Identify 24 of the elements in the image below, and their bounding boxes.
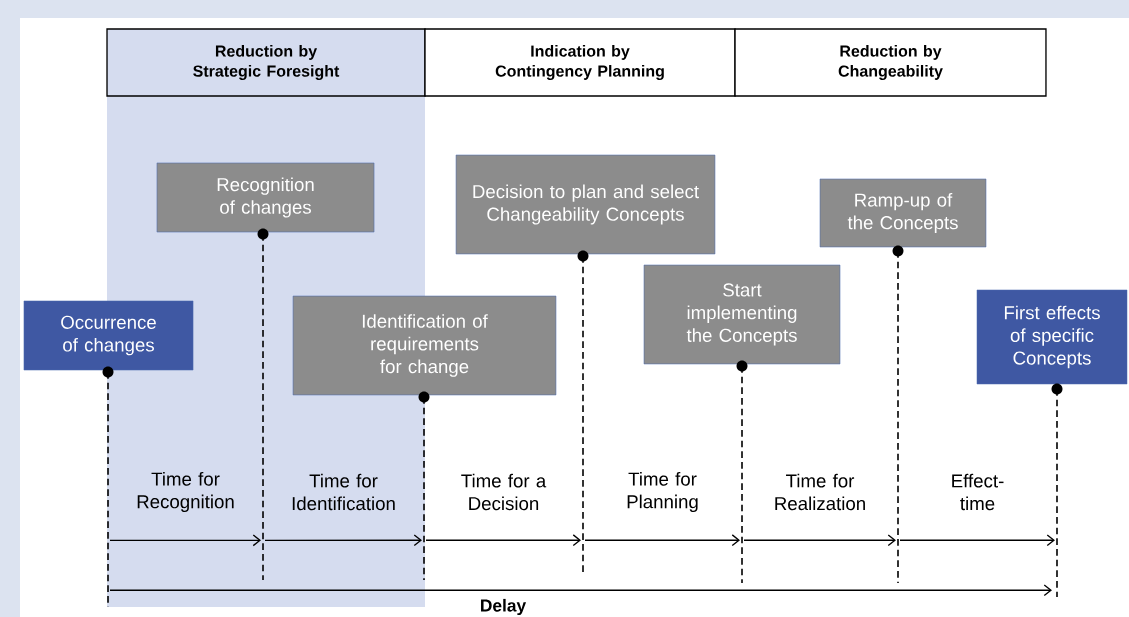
- time-arrow: [743, 534, 896, 547]
- milestone-box: Ramp-up of the Concepts: [819, 178, 987, 248]
- milestone-box: Identification of requirements for change: [292, 295, 557, 396]
- edge-label: Delay: [481, 598, 527, 616]
- delay-arrow: [109, 584, 1052, 597]
- time-arrow: [425, 534, 581, 547]
- time-arrow: [109, 534, 261, 547]
- edge-label: Time for Planning: [627, 471, 698, 512]
- edge-label: Time for Recognition: [137, 471, 234, 512]
- edge-label: Time for Realization: [775, 473, 865, 511]
- header-box: Reduction by Changeability: [734, 28, 1047, 97]
- edge-label: Effect-time: [952, 473, 1004, 511]
- event-box: First effects of specific Concepts: [976, 289, 1128, 385]
- header-box: Indication by Contingency Planning: [424, 28, 736, 97]
- edge-label: Time for a Decision: [461, 473, 547, 511]
- time-arrow: [584, 534, 740, 547]
- time-arrow: [264, 534, 422, 547]
- milestone-box: Decision to plan and select Changeability Concepts: [455, 154, 716, 255]
- milestone-box: Recognition of changes: [156, 162, 375, 233]
- event-box: Occurrence of changes: [23, 300, 194, 371]
- milestone-box: Start implementing the Concepts: [643, 264, 841, 365]
- header-box: Reduction by Strategic Foresight: [106, 28, 426, 97]
- time-arrow: [899, 534, 1055, 547]
- edge-label: Time for Identification: [292, 473, 395, 511]
